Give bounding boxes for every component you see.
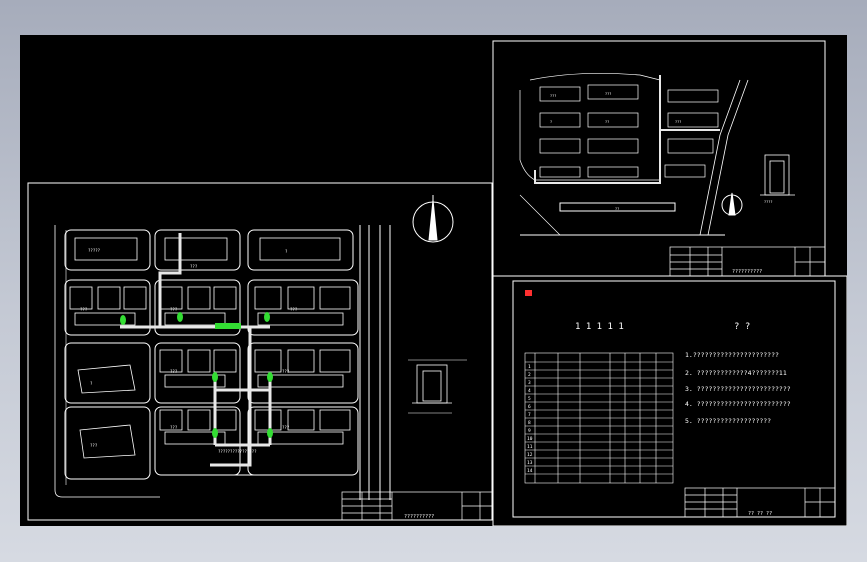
label-pipe: ???????????????? [218,449,257,454]
label-building: ??? [80,307,88,312]
sheet-header-right: ? ? [734,322,750,332]
sheet-left [27,182,493,521]
labels-left: ????? ??? ? ??? ??? ??? ??? ??? ??? ??? … [80,248,298,454]
pipe-network-top-right [534,75,720,184]
sheet-left-border [27,182,493,521]
north-arrow-icon [412,195,454,243]
label-building: ??? [90,443,98,448]
title-block-bottom-right [684,487,836,518]
label-building: ??? [170,369,178,374]
title-block-bottom-code: ?? ?? ?? [748,511,772,517]
design-notes: 1.?????????????????????? 2. ????????????… [685,351,791,425]
section-label-top: ???? [764,200,772,204]
label-building: ??? [675,120,681,124]
label-building: ?? [615,207,619,211]
sheet-bottom-right [492,275,847,526]
table-row: 12 [527,452,533,458]
table-row: 10 [527,436,533,442]
red-marker-icon [525,290,532,296]
section-detail-left [408,359,467,414]
label-building: ? [285,249,288,254]
note-item: 5. ??????????????????? [685,417,771,425]
valve-markers [120,312,273,438]
note-item: 4. ???????????????????????? [685,400,791,408]
table-row: 9 [528,428,531,434]
table-row: 2 [528,372,531,378]
buildings-left [69,237,351,459]
table-row: 8 [528,420,531,426]
north-arrow-top-icon [721,192,743,216]
label-building: ????? [88,248,101,253]
title-block-left-code: ?????????? [404,514,434,520]
label-building: ??? [170,425,178,430]
table-row: 7 [528,412,531,418]
table-row: 14 [527,468,533,474]
cad-canvas[interactable]: ????? ??? ? ??? ??? ??? ??? ??? ??? ??? … [20,35,847,526]
section-detail-top-right [760,154,795,196]
sheet-header-left: 1 1 1 1 1 [575,322,624,332]
material-table-rows [525,361,673,475]
sheet-bottom-right-border [512,280,836,518]
note-item: 2. ?????????????4???????11 [685,369,787,377]
cad-drawing: ????? ??? ? ??? ??? ??? ??? ??? ??? ??? … [27,40,847,526]
label-building: ??? [170,307,178,312]
table-row: 4 [528,388,531,394]
labels-top-right: ??? ??? ? ?? ??? ?? [550,92,681,211]
label-building: ??? [605,92,611,96]
label-building: ??? [282,425,290,430]
label-building: ?? [605,120,609,124]
label-building: ? [550,120,552,124]
buildings-top-right [539,84,719,178]
note-item: 3. ???????????????????????? [685,385,791,393]
label-building: ??? [290,307,298,312]
material-table-index: 1 2 3 4 5 6 7 8 9 10 11 12 13 14 [527,364,533,474]
label-building: ??? [190,264,198,269]
label-building: ? [90,381,93,386]
table-row: 1 [528,364,531,370]
note-item: 1.?????????????????????? [685,351,779,359]
table-row: 3 [528,380,531,386]
table-row: 5 [528,396,531,402]
title-block-top-code: ?????????? [732,269,762,275]
label-building: ??? [282,369,290,374]
label-building: ??? [550,94,556,98]
title-block-left [341,491,493,521]
table-row: 6 [528,404,531,410]
table-row: 13 [527,460,533,466]
table-row: 11 [527,444,533,450]
